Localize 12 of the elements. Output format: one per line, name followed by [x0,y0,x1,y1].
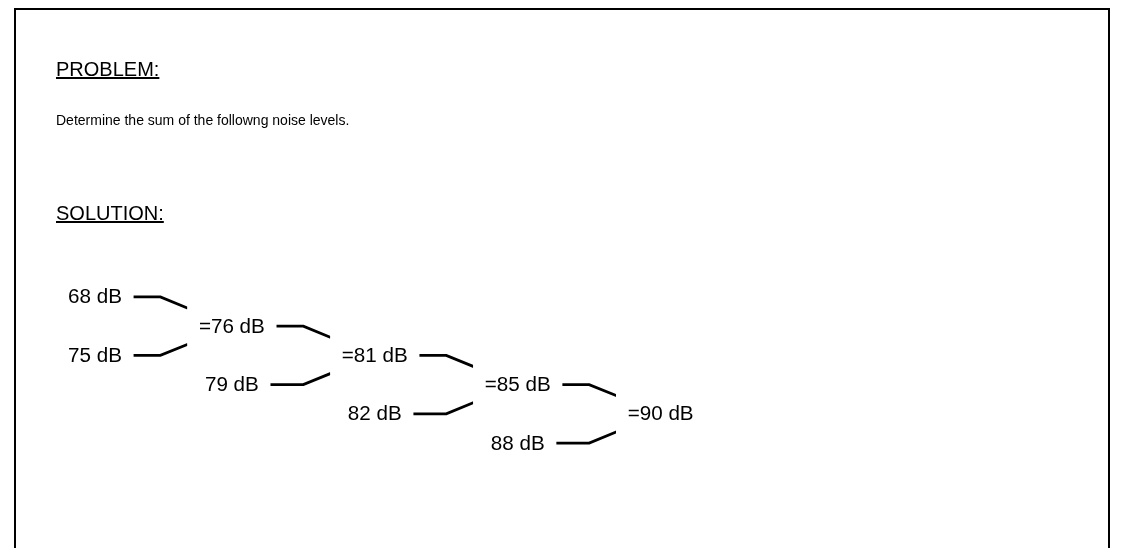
node-text: 75 dB [68,342,122,367]
node-text: =85 dB [484,371,551,396]
section-heading: PROBLEM: [56,58,160,81]
node-text: 88 dB [490,430,545,454]
node-text: 82 dB [347,401,402,425]
node-text: 68 dB [68,284,122,308]
node-text: 79 dB [204,371,259,396]
problem-text: Determine the sum of the followng noise levels. [56,112,350,128]
section-heading: SOLUTION: [56,202,164,225]
node-text: =81 dB [341,342,408,367]
node-text: =90 dB [627,401,694,425]
node-text: =76 dB [198,313,265,337]
